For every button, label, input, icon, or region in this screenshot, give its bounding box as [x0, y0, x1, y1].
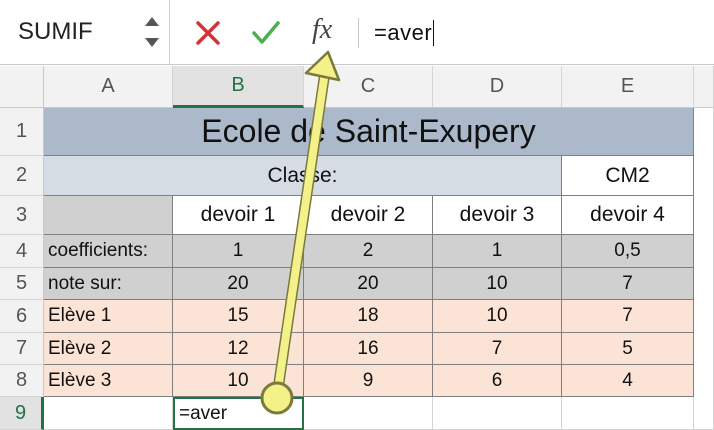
note-sur-cell[interactable]: 20	[304, 268, 433, 300]
column-header-e[interactable]: E	[562, 66, 694, 108]
note-sur-cell[interactable]: 10	[433, 268, 562, 300]
cancel-x-icon[interactable]	[193, 18, 223, 48]
classe-value-cell[interactable]: CM2	[562, 156, 694, 196]
coefficient-cell[interactable]: 1	[433, 235, 562, 268]
checkmark-icon[interactable]	[250, 18, 282, 48]
text-caret	[433, 20, 434, 46]
row-header-8[interactable]: 8	[0, 365, 44, 397]
grade-cell[interactable]: 6	[433, 365, 562, 397]
name-box[interactable]: SUMIF	[0, 0, 170, 64]
cell-e9[interactable]	[562, 397, 694, 430]
grade-cell[interactable]: 7	[433, 333, 562, 365]
coefficient-cell[interactable]: 1	[173, 235, 304, 268]
grade-cell[interactable]: 9	[304, 365, 433, 397]
devoir-header-cell[interactable]: devoir 4	[562, 196, 694, 235]
name-box-value: SUMIF	[18, 18, 93, 45]
column-header-a[interactable]: A	[44, 66, 173, 108]
row-header-3[interactable]: 3	[0, 196, 44, 235]
student-name-cell[interactable]: Elève 3	[44, 365, 173, 397]
coefficients-label-cell[interactable]: coefficients:	[44, 235, 173, 268]
insert-function-fx-button[interactable]: fx	[312, 14, 333, 45]
row-header-7[interactable]: 7	[0, 333, 44, 365]
cell-a9[interactable]	[44, 397, 173, 430]
devoir-header-cell[interactable]: devoir 1	[173, 196, 304, 235]
devoir-header-cell[interactable]: devoir 3	[433, 196, 562, 235]
grade-cell[interactable]: 7	[562, 300, 694, 333]
cell-d9[interactable]	[433, 397, 562, 430]
coefficient-cell[interactable]: 0,5	[562, 235, 694, 268]
row-header-9[interactable]: 9	[0, 397, 44, 430]
grade-cell[interactable]: 4	[562, 365, 694, 397]
row-header-6[interactable]: 6	[0, 300, 44, 333]
formula-bar	[170, 0, 714, 64]
row-header-5[interactable]: 5	[0, 268, 44, 300]
row-header-2[interactable]: 2	[0, 156, 44, 196]
school-title-cell[interactable]: Ecole de Saint-Exupery	[44, 108, 694, 156]
column-header-d[interactable]: D	[433, 66, 562, 108]
row-header-1[interactable]: 1	[0, 108, 44, 156]
row-header-4[interactable]: 4	[0, 235, 44, 268]
column-header-b[interactable]: B	[173, 66, 304, 108]
column-header-c[interactable]: C	[304, 66, 433, 108]
active-cell-b9[interactable]: =aver	[173, 397, 304, 430]
name-box-dropdown-icon[interactable]	[140, 12, 164, 52]
devoir-header-cell[interactable]: devoir 2	[304, 196, 433, 235]
student-name-cell[interactable]: Elève 2	[44, 333, 173, 365]
formula-bar-border	[0, 64, 714, 65]
classe-label-cell[interactable]: Classe:	[44, 156, 562, 196]
cell-a3[interactable]	[44, 196, 173, 235]
student-name-cell[interactable]: Elève 1	[44, 300, 173, 333]
cell-c9[interactable]	[304, 397, 433, 430]
coefficient-cell[interactable]: 2	[304, 235, 433, 268]
grade-cell[interactable]: 18	[304, 300, 433, 333]
grade-cell[interactable]: 15	[173, 300, 304, 333]
column-header-f[interactable]	[694, 66, 714, 108]
note-sur-cell[interactable]: 7	[562, 268, 694, 300]
grade-cell[interactable]: 12	[173, 333, 304, 365]
note-sur-label-cell[interactable]: note sur:	[44, 268, 173, 300]
formula-input[interactable]: =aver	[374, 20, 433, 45]
grade-cell[interactable]: 16	[304, 333, 433, 365]
formula-bar-separator	[358, 18, 359, 48]
grade-cell[interactable]: 10	[173, 365, 304, 397]
select-all-corner[interactable]	[0, 66, 44, 108]
grade-cell[interactable]: 10	[433, 300, 562, 333]
grade-cell[interactable]: 5	[562, 333, 694, 365]
column-f-cells[interactable]	[694, 108, 714, 430]
note-sur-cell[interactable]: 20	[173, 268, 304, 300]
